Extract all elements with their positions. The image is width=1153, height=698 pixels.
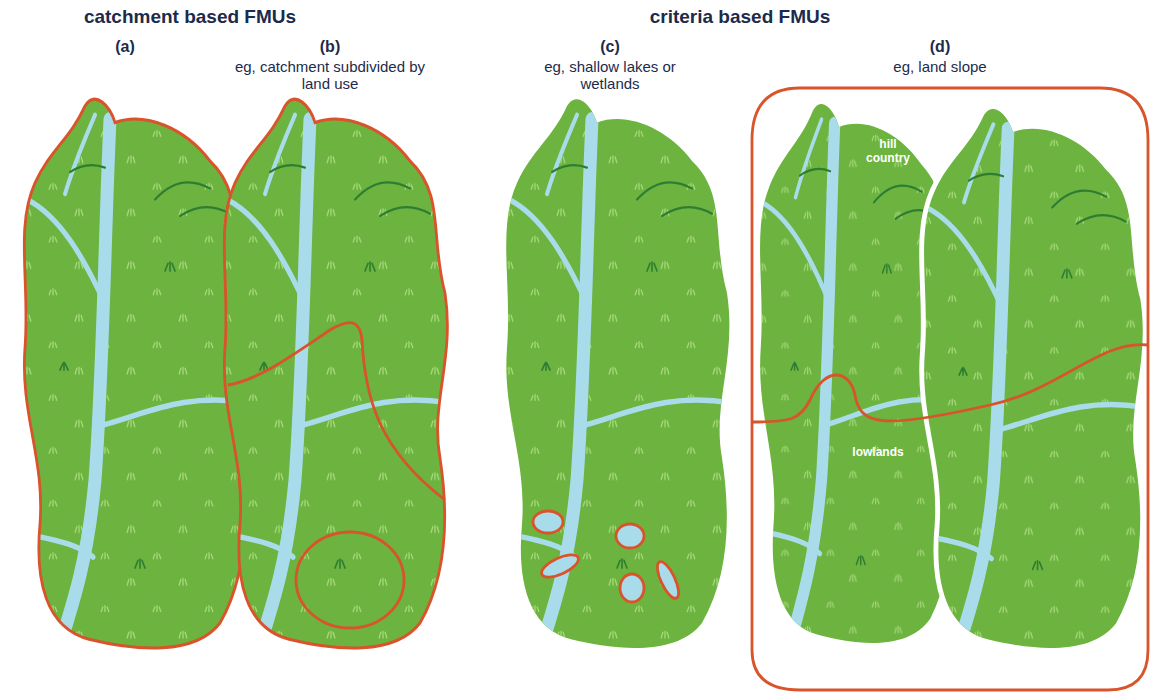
section-heading: catchment based FMUs (84, 6, 296, 28)
region-label: lowlands (852, 446, 903, 460)
panel-letter: (b) (320, 38, 340, 56)
panel-note: eg, land slope (893, 58, 986, 75)
panel-letter: (c) (600, 38, 620, 56)
panel-note: eg, shallow lakes or wetlands (535, 58, 685, 93)
region-label: hill country (857, 138, 919, 166)
panel-note: eg, catchment subdivided by land use (223, 58, 438, 93)
panel-letter: (d) (930, 38, 950, 56)
section-heading: criteria based FMUs (650, 6, 831, 28)
panel-letter: (a) (115, 38, 135, 56)
